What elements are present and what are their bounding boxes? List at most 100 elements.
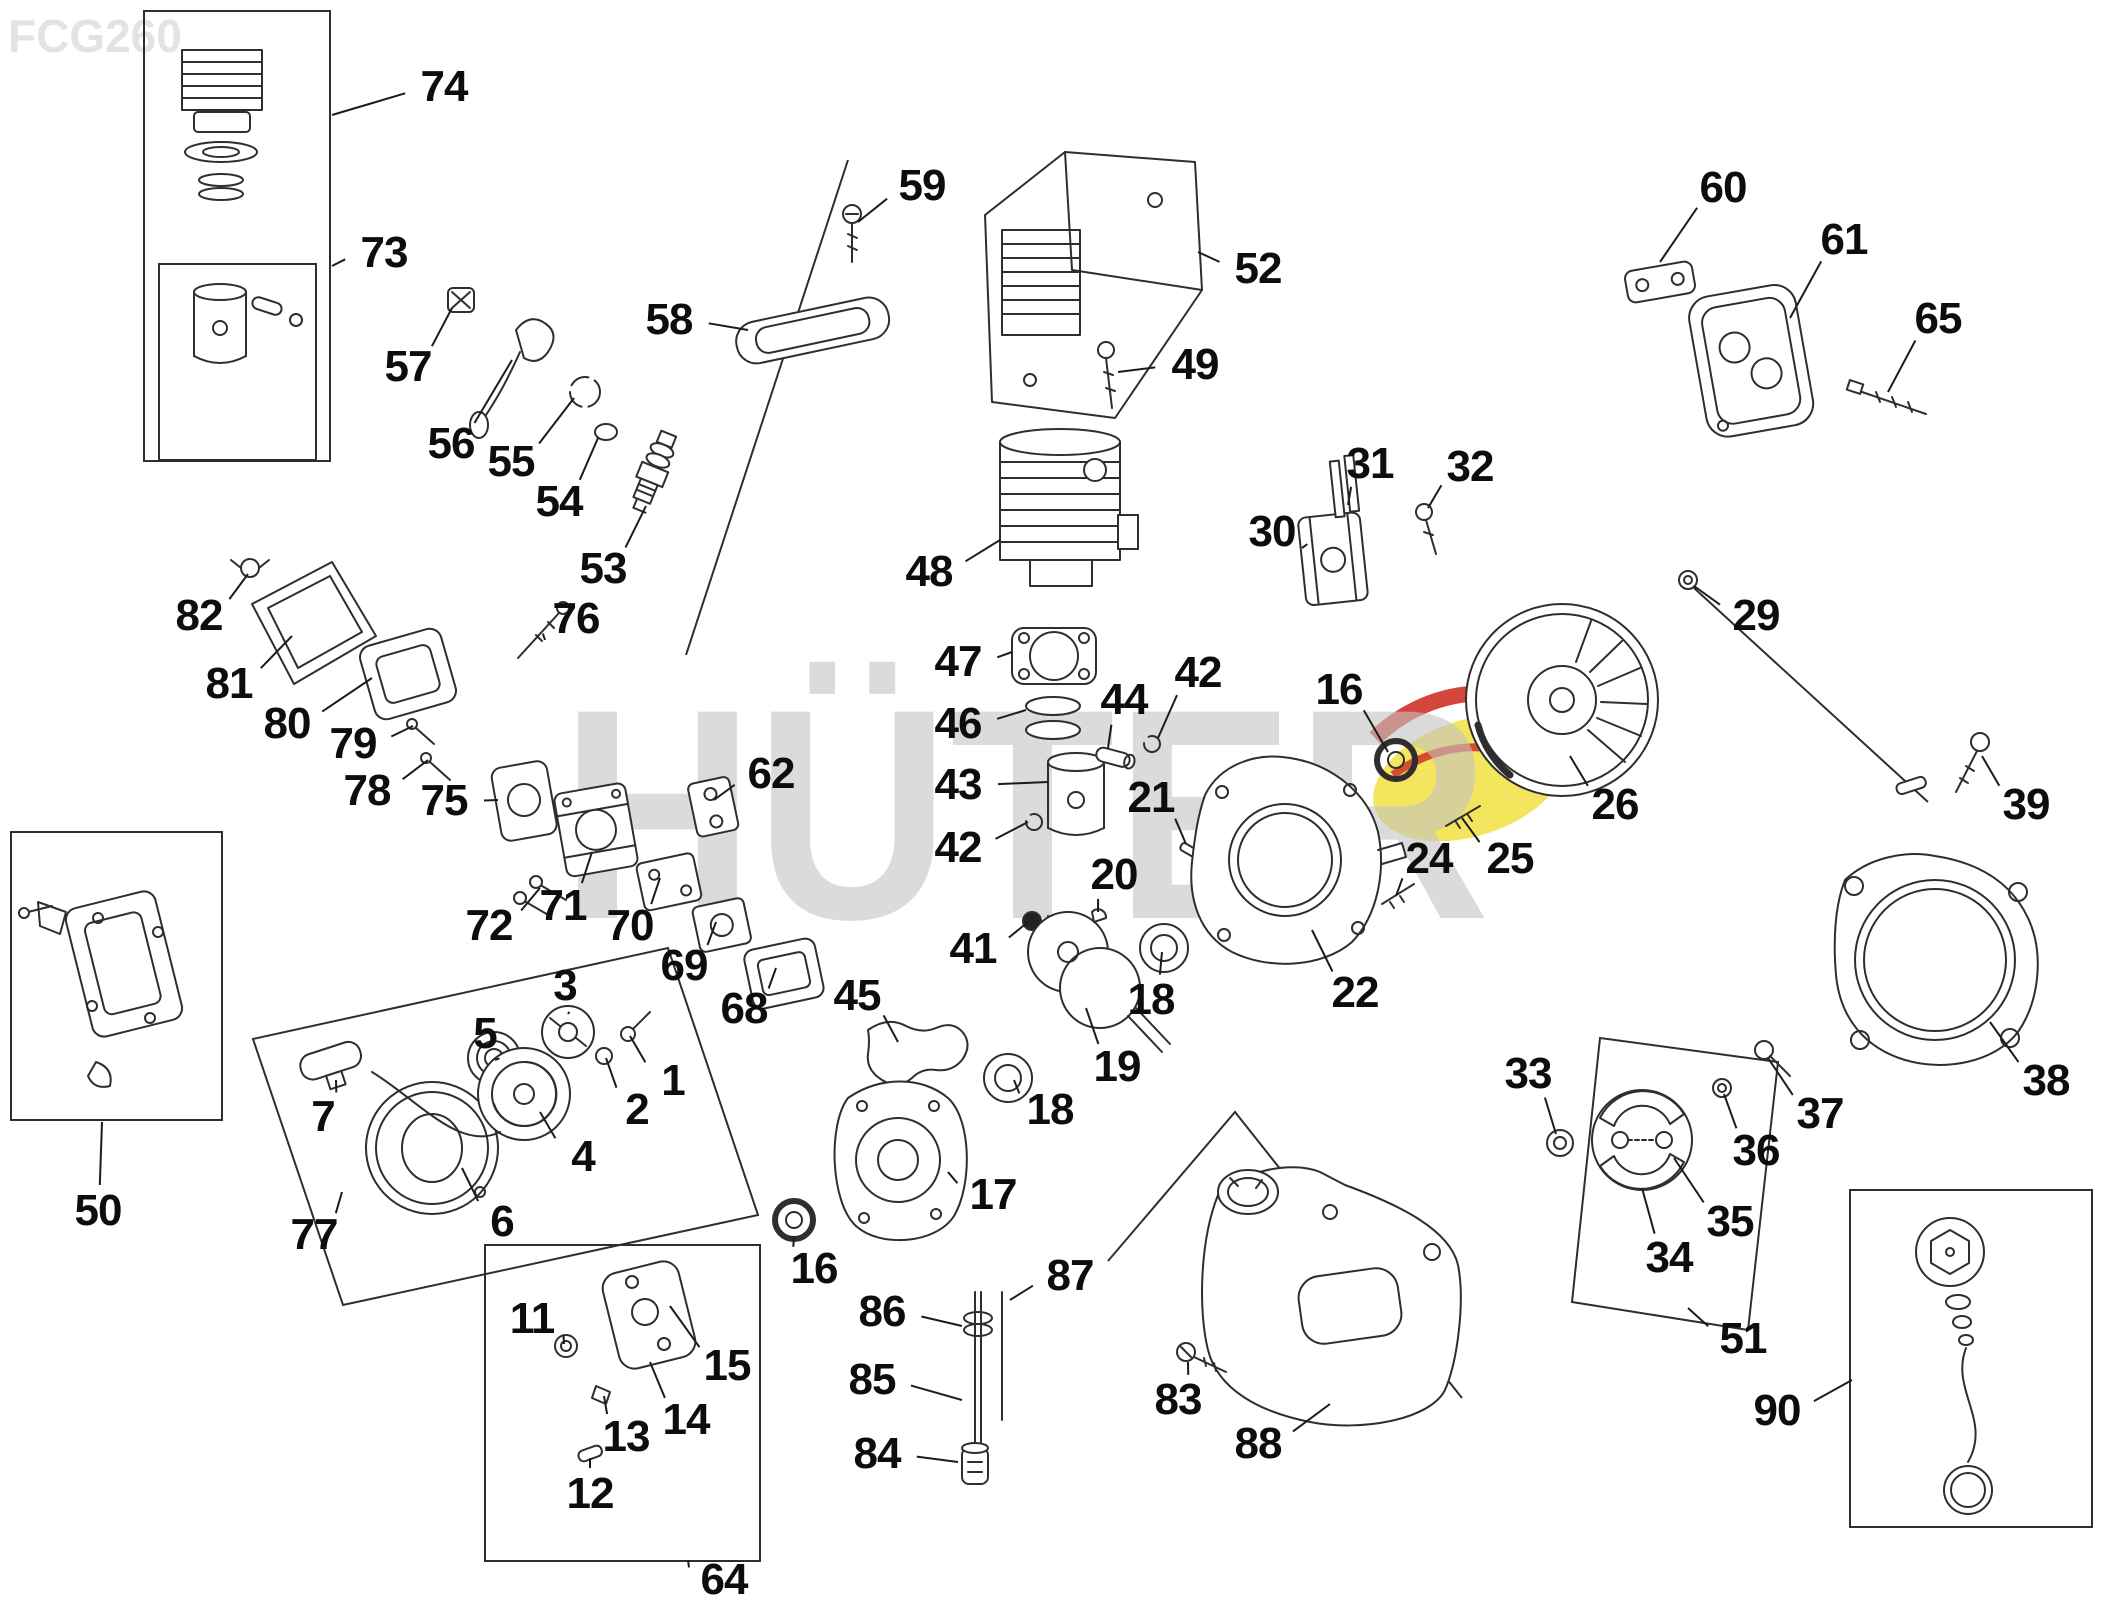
leader-line-22	[1311, 929, 1334, 972]
leader-line-15	[669, 1305, 701, 1348]
pin-clip-sketch	[1143, 735, 1161, 753]
leader-line-19	[1085, 1007, 1100, 1045]
leader-line-42	[995, 821, 1029, 840]
screw-76-sketch	[517, 601, 570, 659]
leader-line-13	[603, 1395, 609, 1415]
leader-line-71	[580, 851, 593, 884]
starter-housing-sketch	[365, 1081, 499, 1215]
leader-line-38	[1989, 1021, 2020, 1063]
ignition-coil-sketch	[1297, 454, 1369, 606]
retainer-ring-sketch	[569, 376, 601, 408]
cover-knob-sketch	[230, 558, 270, 578]
leader-line-60	[1659, 207, 1698, 263]
leader-line-26	[1569, 755, 1589, 787]
leader-line-84	[916, 1455, 959, 1463]
screw-1-sketch	[620, 1011, 651, 1042]
leader-line-82	[228, 573, 249, 600]
leader-line-86	[921, 1315, 963, 1327]
case-gasket-sketch	[866, 1020, 969, 1086]
leader-line-11	[562, 1334, 565, 1345]
box-64	[484, 1244, 761, 1562]
leader-line-75	[483, 799, 499, 802]
leader-line-18	[1013, 1079, 1021, 1094]
leader-line-51	[1687, 1307, 1709, 1327]
cylinder-gasket-sketch	[1011, 627, 1097, 685]
starter-pawl-plate-sketch	[541, 1005, 595, 1059]
leader-line-16	[792, 1235, 795, 1247]
leader-line-52	[1197, 251, 1220, 263]
leader-line-62	[713, 783, 736, 801]
leader-line-79	[390, 725, 414, 738]
leader-line-53	[624, 505, 647, 548]
leader-line-36	[1723, 1093, 1738, 1129]
leader-line-88	[1292, 1403, 1331, 1433]
leader-line-1	[629, 1035, 647, 1063]
leader-line-58	[708, 322, 749, 331]
leader-line-80	[321, 677, 373, 713]
washer-36-sketch	[1712, 1078, 1732, 1098]
leader-line-90	[1813, 1379, 1853, 1402]
spark-plug-sketch	[632, 429, 678, 514]
crankcase-sketch	[1190, 755, 1407, 965]
airbox-cover-sketch	[251, 561, 377, 685]
leader-line-72	[520, 887, 541, 912]
cylinder-sketch	[999, 428, 1139, 587]
ball-bearing-sketch	[1139, 923, 1189, 973]
leader-line-61	[1789, 260, 1823, 319]
filter-element-sketch	[358, 627, 458, 721]
leader-line-16	[1362, 709, 1389, 753]
ball-bearing-sketch	[983, 1053, 1033, 1103]
leader-line-59	[857, 197, 888, 223]
leader-line-74	[331, 92, 406, 116]
starter-handle-sketch	[299, 1040, 363, 1091]
leader-line-47	[996, 651, 1013, 659]
oil-seal-sketch	[772, 1198, 816, 1242]
leader-line-70	[650, 877, 661, 905]
leader-line-5	[494, 1057, 500, 1061]
leader-line-56	[473, 359, 513, 424]
box-51	[1570, 1036, 1780, 1332]
piston-rings-sketch	[1025, 696, 1081, 740]
screw-49-sketch	[1097, 341, 1116, 409]
construction-line	[1693, 587, 1929, 803]
woodruff-key-sketch	[1091, 908, 1108, 923]
leader-line-31	[1347, 486, 1353, 506]
box-50	[10, 831, 223, 1121]
box-73	[158, 263, 317, 461]
leader-line-17	[947, 1171, 959, 1184]
leader-line-18	[1158, 951, 1163, 975]
leader-line-46	[996, 709, 1027, 720]
leader-line-77	[334, 1191, 343, 1214]
leader-line-78	[402, 759, 429, 780]
needle-bearing-sketch	[447, 287, 475, 313]
part-sketches	[18, 49, 2039, 1515]
leader-line-3	[567, 1011, 571, 1015]
leader-line-4	[539, 1111, 557, 1139]
engine-shroud-sketch	[984, 151, 1203, 419]
leader-line-73	[331, 258, 346, 267]
leader-line-54	[578, 437, 599, 481]
carburetor-spacer-sketch	[490, 760, 558, 842]
washer-54-sketch	[594, 423, 618, 441]
cylinder-piston-kit-sketch	[181, 49, 303, 364]
rope-pulley-sketch	[371, 1047, 571, 1141]
leader-line-41	[1008, 921, 1029, 939]
flywheel-sketch	[1465, 603, 1659, 797]
muffler-sketch	[1688, 283, 1815, 438]
leader-line-76	[541, 633, 546, 641]
leader-line-24	[1395, 878, 1404, 897]
leader-line-81	[260, 635, 293, 669]
leader-line-39	[1981, 755, 2001, 787]
throttle-bracket-sketch	[18, 890, 184, 1088]
oil-seal-sketch	[1374, 738, 1418, 782]
leader-line-21	[1174, 818, 1187, 845]
leader-line-14	[649, 1361, 666, 1399]
fan-housing-sketch	[1833, 853, 2039, 1066]
leader-line-35	[1673, 1157, 1705, 1203]
crankshaft-sketch	[1027, 911, 1171, 1053]
leader-line-2	[605, 1057, 618, 1089]
model-code-watermark: FCG260	[8, 10, 182, 62]
leader-line-87	[1009, 1284, 1034, 1301]
